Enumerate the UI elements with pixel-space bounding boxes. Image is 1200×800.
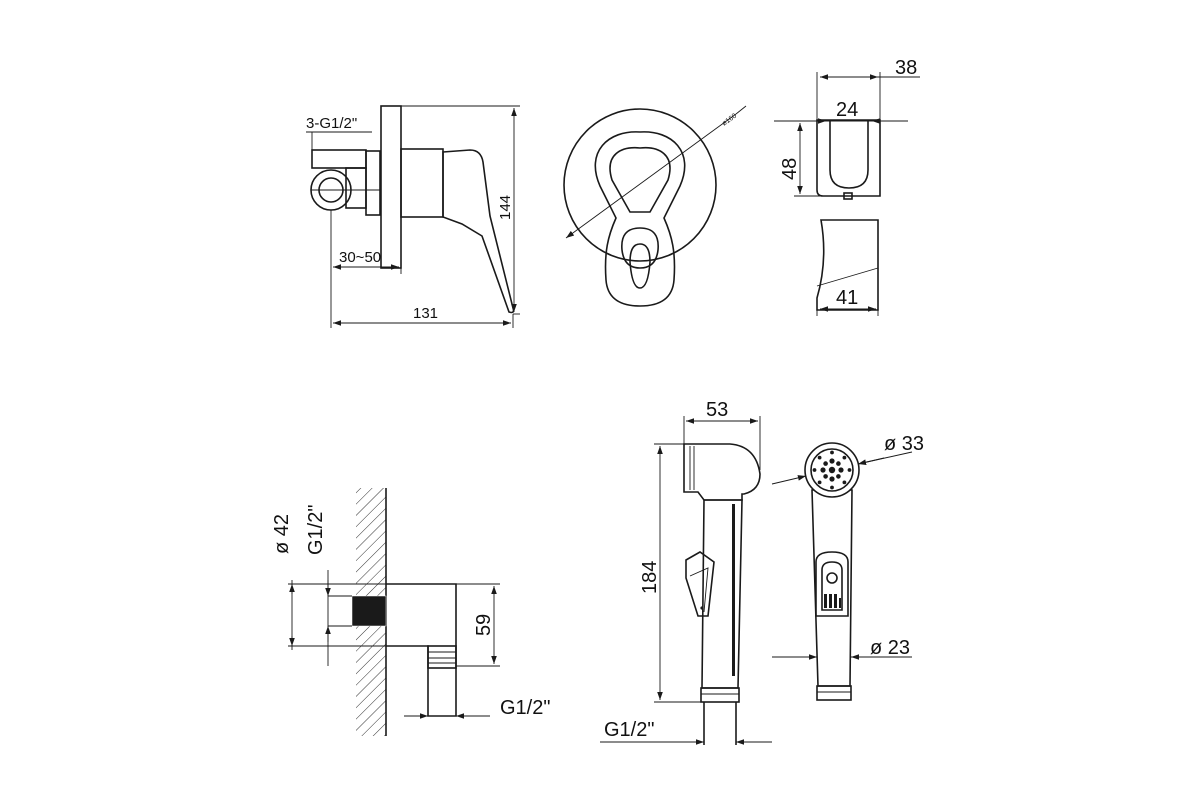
mixer-wall-plate [380,105,402,269]
wall-outlet-view: ø 42 G1/2" 59 G1/2" [271,488,550,736]
mixer-height-label: 144 [497,195,514,220]
holder-height-label: 48 [779,158,801,180]
handset-body [701,499,743,689]
mixer-thread-label: 3-G1/2" [306,115,357,132]
handset-head [683,443,761,501]
mixer-adjust-label: 30~50 [339,249,381,266]
outlet-elbow [386,583,457,717]
mixer-body [365,150,381,216]
handset-body-diameter-label: ø 23 [870,637,910,659]
outlet-thread-bottom-label: G1/2" [500,697,550,719]
holder-top-width-label: 38 [895,57,917,79]
handset-side-view: 53 184 G1/2" [600,399,772,745]
holder-top-body [816,119,881,197]
handset-front-nut [816,685,852,701]
trigger-grip-icon [824,594,841,608]
mixer-side-view: 3-G1/2" 30~50 131 144 [306,105,520,328]
outlet-height-label: 59 [473,614,495,636]
holder-views: 38 24 48 41 [774,57,920,316]
outlet-thread-top-label: G1/2" [305,505,327,555]
handset-thread-label: G1/2" [604,719,654,741]
holder-bottom-width-label: 41 [836,287,858,309]
mixer-connector-block [311,149,367,169]
outlet-diameter-label: ø 42 [271,514,293,554]
mixer-front-view: ø160 [563,105,747,307]
mixer-rosette [563,108,717,262]
mixer-width-label: 131 [413,305,438,322]
spray-nozzles-icon [812,450,852,490]
handset-head-diameter-label: ø 33 [884,433,924,455]
holder-inner-width-label: 24 [836,99,858,121]
mixer-handle-outline [594,131,686,307]
handset-front-body [811,489,853,687]
handset-nut [700,687,740,703]
mixer-lever [442,149,515,314]
handset-front-trigger [815,551,849,617]
mixer-handle-grip [621,227,659,269]
handset-width-label: 53 [706,399,728,421]
handset-trigger [685,551,715,617]
handset-height-label: 184 [639,561,661,594]
handset-front-view: ø 33 ø 23 [771,433,924,701]
